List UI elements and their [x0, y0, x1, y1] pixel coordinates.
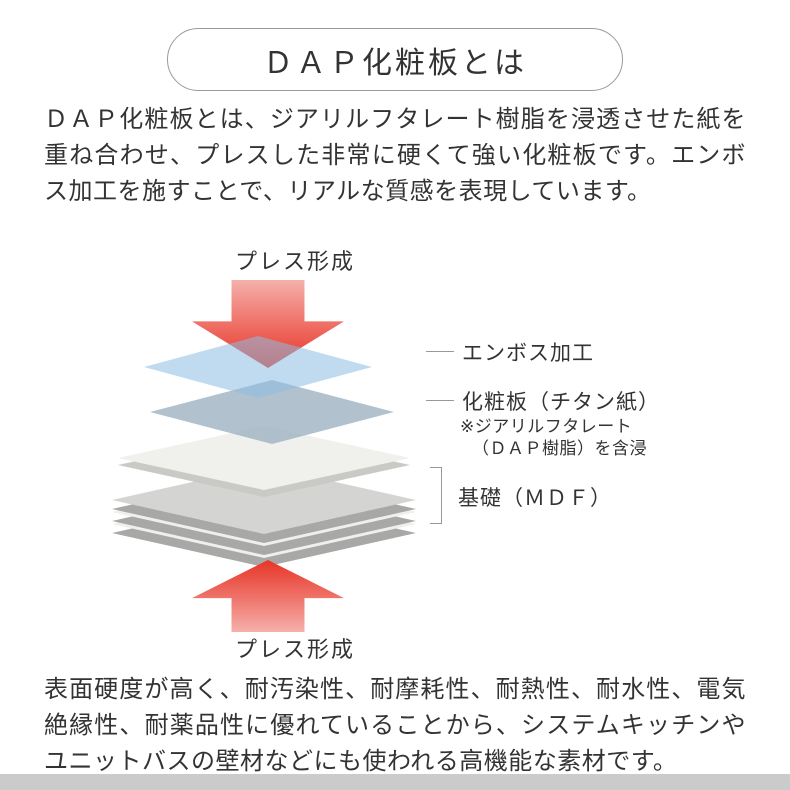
page-title: ＤＡＰ化粧板とは	[263, 46, 527, 80]
titanium-note-line1: ※ジアリルフタレート	[460, 417, 633, 436]
mdf-label: 基礎（ＭＤＦ）	[458, 487, 612, 510]
press-bottom-label: プレス形成	[234, 637, 355, 662]
titanium-note-line2: （ＤＡＰ樹脂）を含浸	[472, 439, 647, 458]
emboss-layer	[144, 336, 372, 398]
titanium-connector-line	[426, 400, 454, 401]
press-top-label: プレス形成	[234, 249, 355, 274]
emboss-connector-line	[426, 351, 454, 352]
section-title-capsule: ＤＡＰ化粧板とは	[167, 28, 623, 91]
mdf-bracket	[430, 467, 442, 524]
press-up-arrow-icon	[192, 560, 344, 632]
bottom-gray-strip	[0, 774, 790, 790]
titanium-label: 化粧板（チタン紙）	[462, 391, 660, 414]
description-text: 表面硬度が高く、耐汚染性、耐摩耗性、耐熱性、耐水性、電気絶縁性、耐薬品性に優れて…	[44, 676, 746, 775]
intro-text: ＤＡＰ化粧板とは、ジアリルフタレート樹脂を浸透させた紙を重ね合わせ、プレスした非…	[44, 106, 746, 205]
layer-structure-diagram: プレス形成 エンボス加工 化粧板（チタン紙） ※ジアリルフタレート （ＤＡＰ樹脂…	[0, 230, 790, 662]
emboss-label: エンボス加工	[462, 342, 594, 365]
